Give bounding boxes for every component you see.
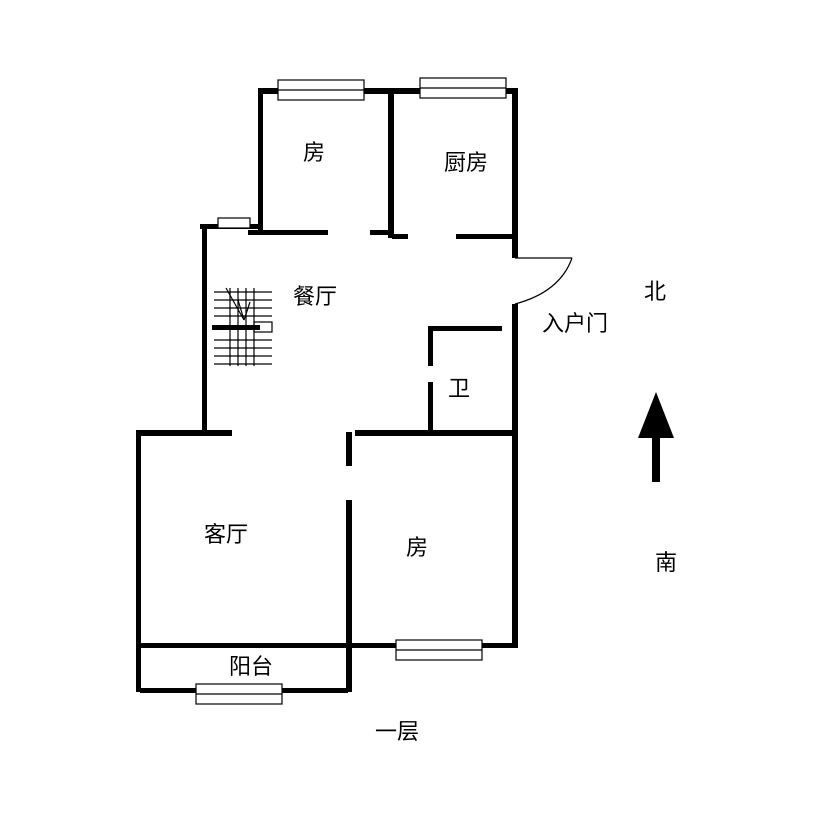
room-label-balcony: 阳台 xyxy=(229,655,274,680)
room-label-dining: 餐厅 xyxy=(293,285,338,310)
room-label-kitchen: 厨房 xyxy=(444,151,489,176)
north-arrow-icon xyxy=(638,392,674,482)
entrance-door xyxy=(514,257,573,305)
compass-north-label: 北 xyxy=(644,280,667,305)
staircase-icon xyxy=(212,287,273,366)
room-label-bedroom-north: 房 xyxy=(303,141,326,166)
room-label-living: 客厅 xyxy=(204,523,249,548)
room-label-bathroom: 卫 xyxy=(448,377,471,402)
floor-label: 一层 xyxy=(375,720,420,745)
entrance-label: 入户门 xyxy=(542,312,609,337)
compass-south-label: 南 xyxy=(655,551,678,576)
room-label-bedroom-south: 房 xyxy=(406,536,429,561)
windows xyxy=(195,77,507,705)
